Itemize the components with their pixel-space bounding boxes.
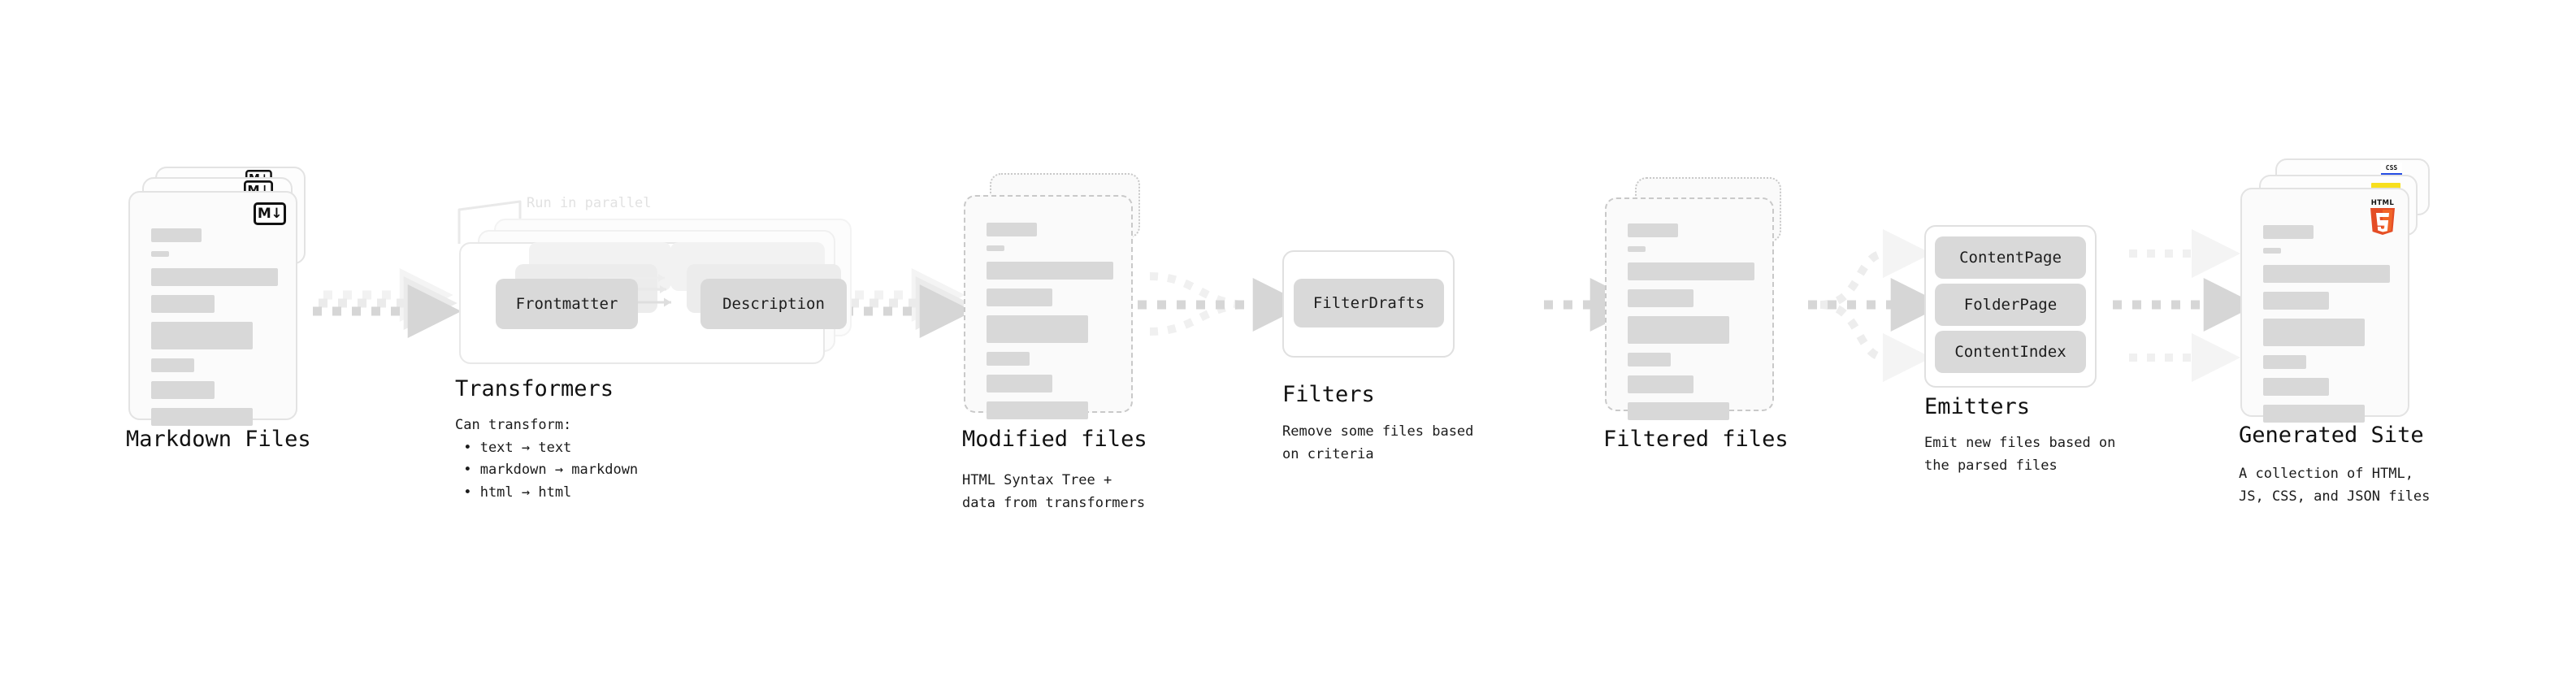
line-bar: [2263, 225, 2314, 239]
html5-icon-svg: HTML: [2370, 199, 2395, 235]
modified-card-lines: [987, 223, 1113, 428]
filtered-card-front[interactable]: [1605, 197, 1774, 420]
markdown-icon: M↓: [254, 202, 286, 225]
line-bar: [2263, 355, 2307, 369]
line-bar: [151, 322, 253, 349]
line-bar: [151, 358, 195, 372]
svg-text:CSS: CSS: [2386, 164, 2398, 171]
transformer-chip-frontmatter[interactable]: Frontmatter: [496, 279, 638, 329]
line-bar: [151, 268, 278, 286]
svg-text:HTML: HTML: [2371, 199, 2395, 207]
line-bar: [1628, 246, 1646, 252]
line-bar: [987, 401, 1088, 419]
line-bar: [151, 295, 215, 313]
emitter-chip-folderpage[interactable]: FolderPage: [1935, 284, 2086, 326]
generated-card-lines: [2263, 225, 2390, 432]
line-bar: [2263, 265, 2390, 283]
arrow-modified-to-filters: [1138, 272, 1307, 336]
line-bar: [987, 352, 1030, 366]
generated-site-title: Generated Site: [2239, 423, 2424, 448]
modified-files-title: Modified files: [962, 427, 1147, 452]
line-bar: [987, 288, 1053, 306]
filtered-files-title: Filtered files: [1603, 427, 1789, 452]
modified-files-subtitle: HTML Syntax Tree + data from transformer…: [962, 472, 1146, 511]
emitters-title: Emitters: [1924, 394, 2031, 419]
line-bar: [2263, 248, 2281, 254]
line-bar: [1628, 353, 1672, 367]
emitter-chip-contentpage[interactable]: ContentPage: [1935, 236, 2086, 279]
arrow-markdown-to-transformers: [313, 268, 462, 338]
emitters-subtitle: Emit new files based on the parsed files: [1924, 435, 2116, 474]
run-in-parallel-hint: Run in parallel: [527, 195, 652, 211]
filtered-card-lines: [1628, 223, 1754, 429]
generated-site-subtitle: A collection of HTML, JS, CSS, and JSON …: [2239, 466, 2431, 505]
line-bar: [151, 381, 215, 399]
line-bar: [987, 245, 1004, 251]
transformers-title: Transformers: [455, 376, 614, 401]
filters-subtitle: Remove some files based on criteria: [1282, 423, 1474, 462]
markdown-card-front[interactable]: M↓: [128, 191, 297, 426]
line-bar: [1628, 262, 1754, 280]
line-bar: [2263, 405, 2365, 423]
line-bar: [2263, 292, 2330, 310]
modified-card-front[interactable]: [964, 195, 1133, 419]
line-bar: [1628, 223, 1678, 237]
line-bar: [987, 262, 1113, 280]
line-bar: [1628, 316, 1729, 344]
transformers-subtitle: Can transform: • text → text • markdown …: [455, 417, 639, 501]
line-bar: [2263, 319, 2365, 346]
emitter-chip-contentindex[interactable]: ContentIndex: [1935, 331, 2086, 373]
arrow-emitters-to-site: [2113, 229, 2257, 382]
filter-chip-filterdrafts[interactable]: FilterDrafts: [1294, 279, 1444, 327]
line-bar: [987, 375, 1053, 393]
line-bar: [151, 408, 253, 426]
line-bar: [1628, 402, 1729, 420]
markdown-files-title: Markdown Files: [126, 427, 311, 452]
markdown-card-lines: [151, 228, 278, 435]
html5-icon: HTML: [2367, 197, 2396, 235]
line-bar: [1628, 289, 1694, 307]
line-bar: [151, 251, 169, 257]
line-bar: [987, 223, 1037, 236]
line-bar: [1628, 375, 1694, 393]
line-bar: [151, 228, 202, 242]
arrow-filtered-to-emitters: [1808, 229, 1945, 382]
line-bar: [2263, 378, 2330, 396]
line-bar: [987, 315, 1088, 343]
generated-card-front[interactable]: HTML: [2240, 188, 2409, 423]
filters-title: Filters: [1282, 382, 1375, 407]
transformer-chip-description[interactable]: Description: [700, 279, 847, 329]
